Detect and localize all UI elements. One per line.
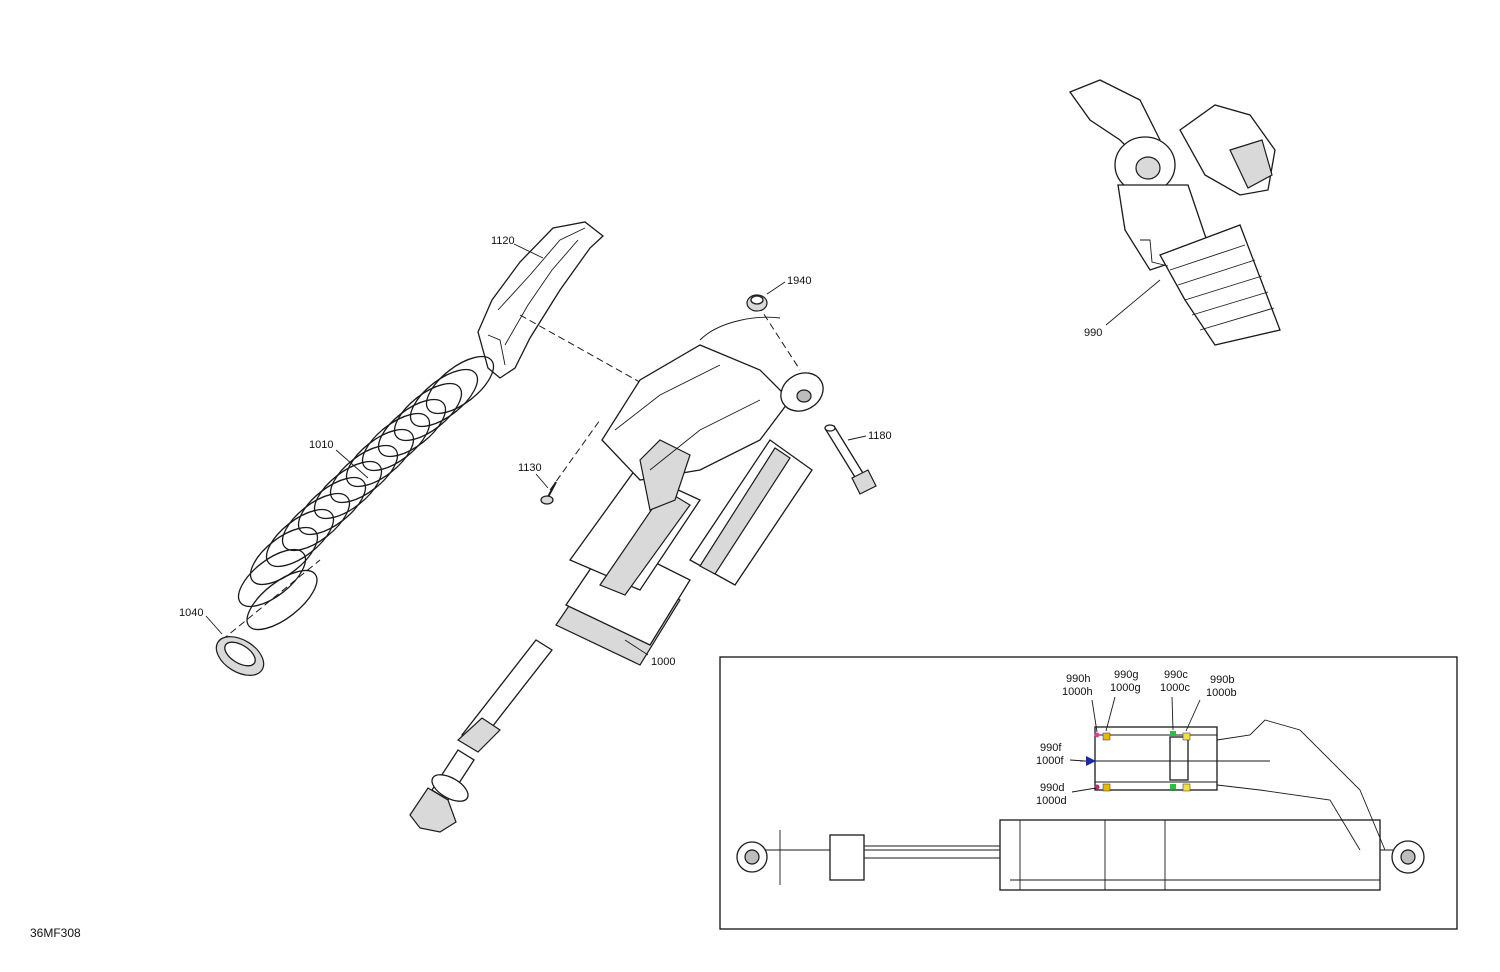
detail-callout-1000h: 1000h bbox=[1062, 686, 1093, 698]
alignment-line-bushing bbox=[757, 304, 801, 371]
alignment-line-seat bbox=[221, 559, 321, 641]
callout-1010: 1010 bbox=[309, 439, 333, 451]
leader-1000 bbox=[624, 639, 649, 656]
alignment-line-cover bbox=[519, 314, 646, 386]
callout-1130: 1130 bbox=[518, 462, 542, 474]
detail-callout-990d: 990d bbox=[1040, 782, 1064, 794]
leader-1940 bbox=[766, 281, 786, 295]
detail-callout-1000c: 1000c bbox=[1160, 682, 1190, 694]
callout-1120: 1120 bbox=[491, 235, 515, 247]
part-1010-spring bbox=[237, 355, 495, 631]
part-1120-cover bbox=[477, 221, 605, 379]
detail-callout-1000d: 1000d bbox=[1036, 795, 1067, 807]
detail-callout-990c: 990c bbox=[1164, 669, 1188, 681]
part-1180-bolt bbox=[824, 424, 877, 495]
alignment-line-screw bbox=[549, 419, 601, 491]
part-1040-seat bbox=[215, 636, 265, 676]
callout-1940: 1940 bbox=[787, 275, 811, 287]
callout-1040: 1040 bbox=[179, 607, 203, 619]
detail-callout-1000f: 1000f bbox=[1036, 755, 1064, 767]
leader-1180 bbox=[847, 435, 867, 441]
callout-1000: 1000 bbox=[651, 656, 675, 668]
leader-990 bbox=[1105, 279, 1161, 326]
leader-1040 bbox=[205, 615, 223, 635]
detail-callout-990h: 990h bbox=[1066, 673, 1090, 685]
detail-view bbox=[719, 656, 1458, 930]
detail-callout-990b: 990b bbox=[1210, 674, 1234, 686]
part-1940-bushing bbox=[746, 294, 768, 312]
callout-990: 990 bbox=[1084, 327, 1102, 339]
part-990-shock-assembly bbox=[1068, 79, 1281, 346]
part-1000-shock bbox=[409, 316, 824, 833]
leader-1120 bbox=[513, 243, 544, 259]
detail-callout-1000b: 1000b bbox=[1206, 687, 1237, 699]
callout-1180: 1180 bbox=[868, 430, 892, 442]
detail-callout-1000g: 1000g bbox=[1110, 682, 1141, 694]
detail-callout-990g: 990g bbox=[1114, 669, 1138, 681]
diagram-reference-id: 36MF308 bbox=[30, 926, 81, 940]
part-1130-screw bbox=[540, 481, 557, 505]
leader-1130 bbox=[535, 473, 549, 489]
detail-callout-990f: 990f bbox=[1040, 742, 1062, 754]
leader-1010 bbox=[335, 449, 369, 479]
